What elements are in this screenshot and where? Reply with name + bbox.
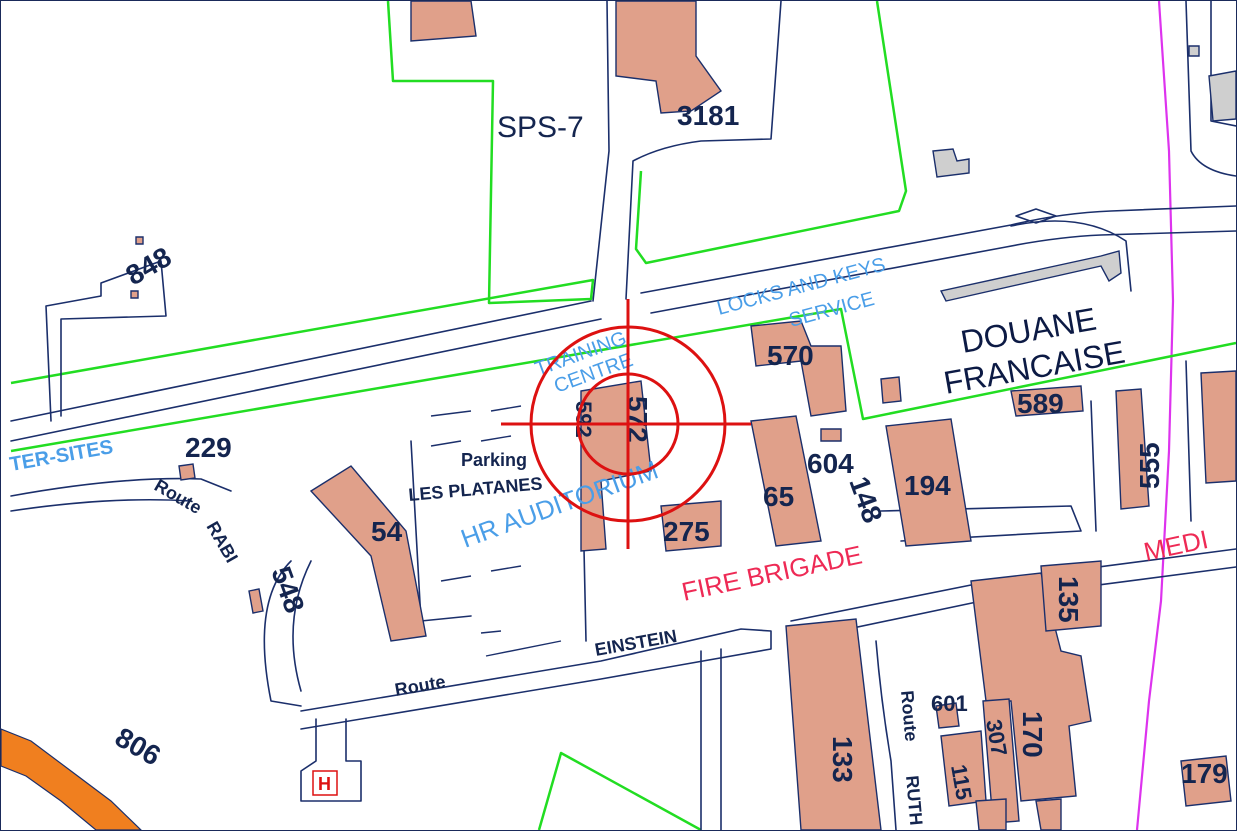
route-rabi-label-line1: Route	[151, 475, 205, 518]
grey-buildings	[932, 45, 1236, 302]
building-592-label: 592	[571, 401, 596, 438]
building-labels: 3181 848 229 570 589 555 194 572 592 65 …	[110, 100, 1228, 802]
site-boundary-sps7	[10, 1, 595, 385]
site-boundary-north	[634, 1, 908, 265]
medical-service-label: MEDI	[1141, 524, 1211, 567]
building-3181-label: 3181	[677, 100, 739, 131]
site-boundary-south	[537, 751, 702, 830]
building-604-label: 604	[807, 448, 854, 479]
parking-markings	[430, 405, 562, 657]
building-589-label: 589	[1017, 388, 1064, 419]
building-170-label: 170	[1017, 711, 1048, 758]
parking-label: Parking	[461, 450, 527, 470]
building-229-label: 229	[185, 432, 232, 463]
zone-label-sps7: SPS-7	[497, 111, 584, 144]
fire-brigade-label: FIRE BRIGADE	[679, 539, 865, 606]
hospital-marker-label: H	[318, 774, 331, 794]
building-54-label: 54	[371, 516, 403, 547]
building-275-label: 275	[663, 516, 710, 547]
building-307-label: 307	[981, 718, 1012, 759]
building-548-label: 548	[265, 562, 310, 617]
building-115-label: 115	[946, 763, 977, 802]
site-boundary-main	[10, 307, 1236, 453]
building-65-label: 65	[763, 481, 794, 512]
building-194-label: 194	[904, 470, 951, 501]
highway	[1, 728, 142, 830]
route-ruth-label-line2: RUTH	[902, 775, 926, 827]
building-570-label: 570	[767, 340, 814, 371]
route-einstein-label-line1: Route	[393, 671, 447, 700]
building-555-label: 555	[1134, 442, 1165, 489]
building-148-label: 148	[843, 472, 888, 527]
route-einstein-label-line2: EINSTEIN	[593, 626, 678, 660]
hospital-marker[interactable]	[312, 770, 338, 796]
les-platanes-label: LES PLATANES	[408, 473, 544, 505]
road-network	[10, 1, 1236, 830]
country-border-line	[1135, 1, 1175, 830]
location-crosshair[interactable]	[501, 299, 751, 549]
building-848-label: 848	[121, 241, 177, 291]
route-rabi-label-line2: RABI	[203, 518, 242, 566]
building-601-label: 601	[931, 691, 968, 716]
building-179-label: 179	[1181, 758, 1228, 789]
building-806-label: 806	[110, 721, 166, 771]
building-135-label: 135	[1053, 576, 1084, 623]
route-ruth-label-line1: Route	[897, 690, 921, 743]
building-133-label: 133	[827, 736, 858, 783]
